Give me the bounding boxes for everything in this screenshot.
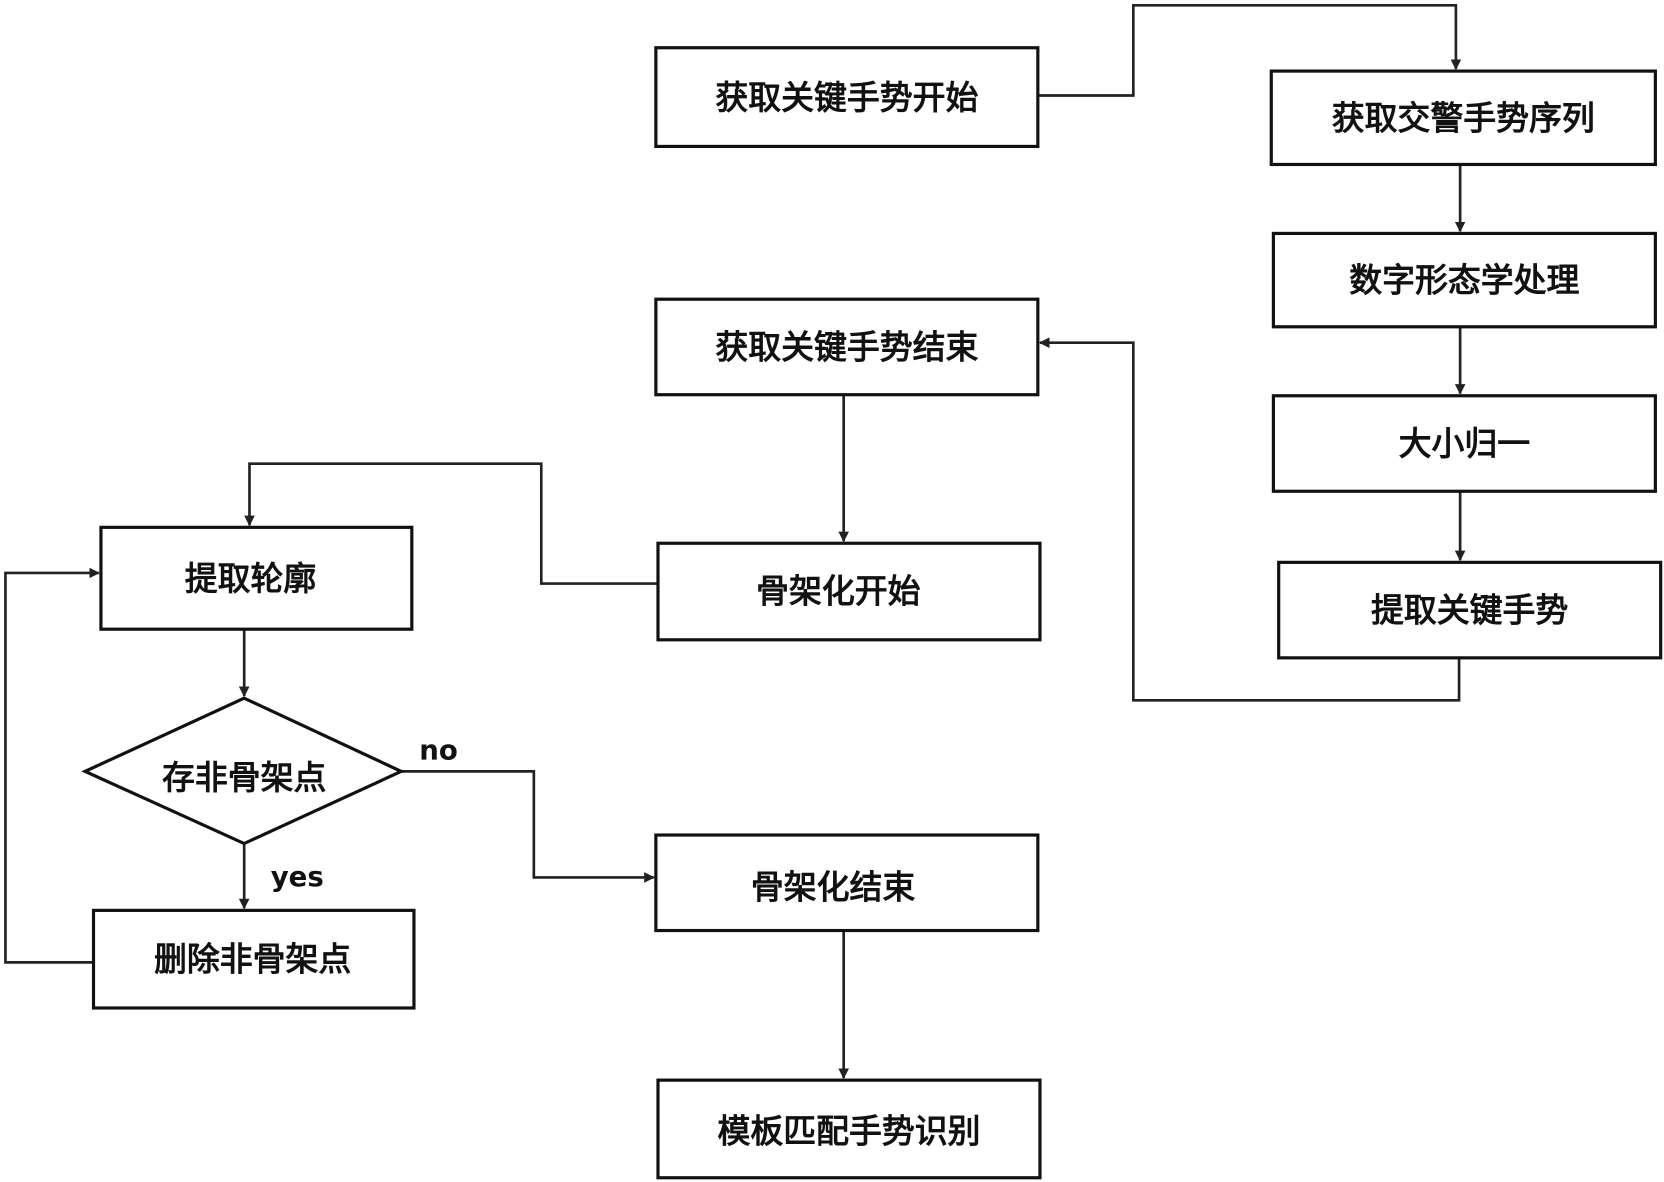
node-label: 获取关键手势结束 xyxy=(715,327,978,366)
node-label: 提取轮廓 xyxy=(185,559,317,598)
arrow-extract-to-end xyxy=(1038,337,1461,702)
node-skeleton-end: 骨架化结束 xyxy=(654,833,1040,933)
arrow-delete-loop xyxy=(4,567,100,964)
node-label: 骨架化开始 xyxy=(756,571,921,610)
arrow-skeleton-start-to-contour xyxy=(244,462,658,585)
node-morphology: 数字形态学处理 xyxy=(1271,231,1657,329)
node-label: 删除非骨架点 xyxy=(154,940,351,979)
node-label: 获取关键手势开始 xyxy=(715,78,978,117)
node-size-normalize: 大小归一 xyxy=(1271,394,1657,493)
node-label: 骨架化结束 xyxy=(751,868,916,907)
node-extract-key-gesture: 提取关键手势 xyxy=(1277,560,1663,660)
arrow-decision-no xyxy=(401,770,655,883)
edge-label-yes: yes xyxy=(271,860,324,893)
node-end-key-gesture: 获取关键手势结束 xyxy=(654,297,1040,397)
node-label: 存非骨架点 xyxy=(162,758,326,797)
node-decision-has-non-skeleton: 存非骨架点 xyxy=(81,696,406,846)
node-template-match: 模板匹配手势识别 xyxy=(656,1078,1042,1180)
node-label: 大小归一 xyxy=(1399,424,1531,463)
node-label: 模板匹配手势识别 xyxy=(717,1112,980,1151)
node-label: 提取关键手势 xyxy=(1371,591,1568,630)
node-label: 获取交警手势序列 xyxy=(1332,98,1595,137)
node-start-key-gesture: 获取关键手势开始 xyxy=(654,46,1040,149)
node-extract-contour: 提取轮廓 xyxy=(99,525,414,631)
arrow-start-to-sequence xyxy=(1037,3,1462,97)
node-get-sequence: 获取交警手势序列 xyxy=(1269,69,1657,167)
node-skeleton-start: 骨架化开始 xyxy=(656,541,1042,642)
edge-label-no: no xyxy=(419,734,458,767)
connectors xyxy=(4,3,1466,1080)
node-label: 数字形态学处理 xyxy=(1349,261,1579,300)
node-delete-non-skeleton: 删除非骨架点 xyxy=(91,908,416,1010)
